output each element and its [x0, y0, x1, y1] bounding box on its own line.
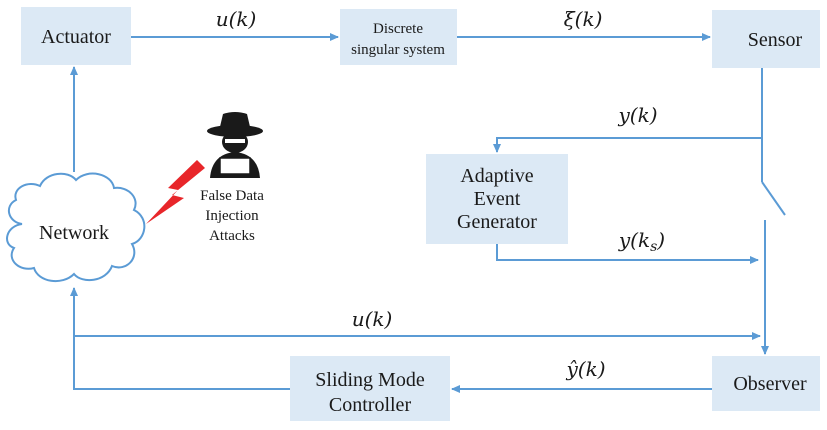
sensor-block: Sensor — [712, 10, 820, 68]
actuator-label: Actuator — [41, 26, 111, 48]
observer-block: Observer — [712, 356, 820, 411]
hacker-icon — [207, 112, 263, 178]
system-label-line1: Discrete — [373, 21, 423, 37]
network-label: Network — [39, 222, 109, 244]
actuator-block: Actuator — [21, 7, 131, 65]
controller-label-line1: Sliding Mode — [315, 369, 425, 391]
edge-controller-to-network — [70, 287, 290, 390]
event-generator-block: Adaptive Event Generator — [426, 154, 568, 244]
edge-label-yhat: ŷ(k) — [565, 357, 605, 381]
system-block: Discrete singular system — [340, 9, 457, 65]
lightning-bolt-icon — [146, 160, 205, 224]
attack-label-line2: Injection — [205, 208, 259, 224]
cloud-shape — [6, 172, 146, 283]
controller-label-line2: Controller — [329, 394, 412, 416]
controller-block: Sliding Mode Controller — [290, 356, 450, 421]
switch-lever — [761, 181, 786, 216]
attack-label-line1: False Data — [200, 188, 264, 204]
edge-label-y: y(k) — [617, 103, 657, 127]
system-label-line2: singular system — [351, 42, 445, 58]
edge-label-u-bottom: u(k) — [352, 307, 393, 331]
event-generator-label-line3: Generator — [457, 211, 537, 233]
edge-sensor-to-generator — [493, 68, 763, 153]
edge-generator-to-observer — [496, 244, 759, 264]
edge-label-u-top: u(k) — [216, 7, 257, 31]
network-cloud: Network — [6, 172, 146, 283]
edge-label-yks: y(ks) — [618, 228, 665, 255]
edge-label-xi: ξ(k) — [564, 7, 603, 31]
sensor-label: Sensor — [748, 29, 803, 51]
attack-label-line3: Attacks — [209, 228, 255, 244]
event-generator-label-line2: Event — [474, 188, 521, 210]
observer-label: Observer — [733, 373, 807, 395]
event-generator-label-line1: Adaptive — [460, 165, 533, 187]
